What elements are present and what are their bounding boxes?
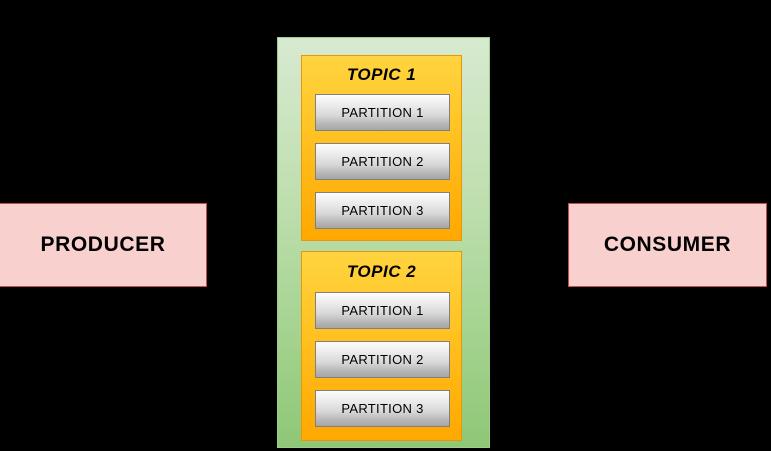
partition-box[interactable]: PARTITION 3 <box>315 192 450 229</box>
topic-box-1[interactable]: TOPIC 1 PARTITION 1 PARTITION 2 PARTITIO… <box>301 55 462 241</box>
topic-2-title: TOPIC 2 <box>346 262 417 281</box>
partition-box[interactable]: PARTITION 1 <box>315 292 450 329</box>
partition-label: PARTITION 2 <box>341 154 424 169</box>
partition-label: PARTITION 3 <box>341 401 424 416</box>
producer-box[interactable]: PRODUCER <box>0 203 207 287</box>
cluster-container: TOPIC 1 PARTITION 1 PARTITION 2 PARTITIO… <box>277 37 490 448</box>
partition-box[interactable]: PARTITION 1 <box>315 94 450 131</box>
topic-box-2[interactable]: TOPIC 2 PARTITION 1 PARTITION 2 PARTITIO… <box>301 251 462 441</box>
partition-box[interactable]: PARTITION 2 <box>315 143 450 180</box>
partition-box[interactable]: PARTITION 2 <box>315 341 450 378</box>
consumer-label: CONSUMER <box>603 233 732 256</box>
topic-1-partition-list: PARTITION 1 PARTITION 2 PARTITION 3 <box>315 94 450 229</box>
partition-label: PARTITION 3 <box>341 203 424 218</box>
producer-label: PRODUCER <box>40 233 166 256</box>
partition-label: PARTITION 1 <box>341 105 424 120</box>
partition-label: PARTITION 1 <box>341 303 424 318</box>
partition-box[interactable]: PARTITION 3 <box>315 390 450 427</box>
topic-1-title: TOPIC 1 <box>346 65 417 84</box>
topic-2-partition-list: PARTITION 1 PARTITION 2 PARTITION 3 <box>315 292 450 427</box>
partition-label: PARTITION 2 <box>341 352 424 367</box>
consumer-box[interactable]: CONSUMER <box>568 203 767 287</box>
